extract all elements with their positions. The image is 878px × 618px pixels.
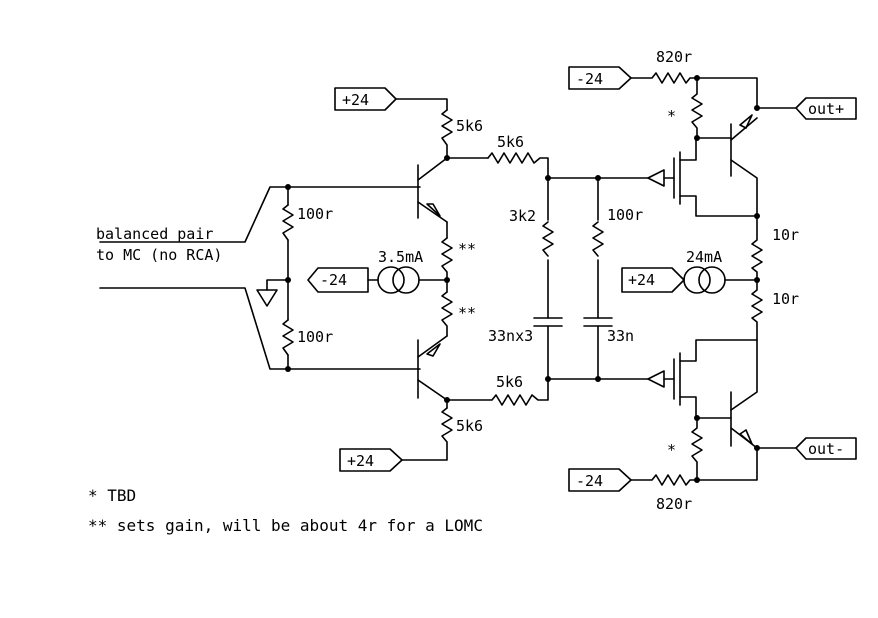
- capacitor-shunt-label: 33n: [607, 327, 634, 345]
- rail-plus-top-label: +24: [342, 91, 369, 109]
- rail-plus-out-label: +24: [628, 271, 655, 289]
- resistor-series-bot: [446, 378, 549, 406]
- resistor-zobel: [542, 221, 554, 257]
- capacitor-shunt: [583, 317, 613, 327]
- resistor-in-bot: [282, 319, 294, 356]
- output-pos-flag: [795, 97, 857, 120]
- output-neg-label: out-: [808, 440, 844, 458]
- resistor-col-top: [441, 109, 453, 159]
- resistor-series-bot-label: 5k6: [496, 373, 523, 391]
- output-neg-flag: [795, 437, 857, 460]
- resistor-out-bot-label: 820r: [656, 495, 692, 513]
- resistor-emit-top-label: 10r: [772, 226, 799, 244]
- resistor-zobel-label: 3k2: [509, 207, 536, 225]
- input-wiring: [99, 184, 421, 372]
- resistor-tbd-bot: [691, 417, 703, 481]
- rail-plus-bot-flag: [339, 448, 403, 472]
- note-gain: ** sets gain, will be about 4r for a LOM…: [88, 516, 483, 535]
- resistor-series-top-label: 5k6: [497, 133, 524, 151]
- capacitor-zobel: [533, 317, 563, 327]
- resistor-out-bot: [630, 447, 758, 486]
- resistor-col-bot-label: 5k6: [456, 417, 483, 435]
- resistor-out-top: [630, 72, 758, 109]
- resistor-col-bot: [401, 407, 453, 461]
- input-label-line1: balanced pair: [96, 225, 213, 243]
- rail-minus-top-flag: [568, 66, 632, 90]
- mosfet-top: [673, 137, 758, 217]
- mosfet-bot: [673, 339, 758, 419]
- rail-plus-top-flag: [334, 87, 397, 111]
- tbd-mark-bot: *: [667, 441, 676, 459]
- resistor-shunt-label: 100r: [607, 206, 643, 224]
- rail-minus-bot-label: -24: [576, 472, 603, 490]
- resistor-emit-bot: [751, 279, 763, 341]
- resistor-series-top: [487, 152, 549, 179]
- transistor-out-top: [730, 114, 758, 217]
- current-source-out: [683, 266, 726, 294]
- gain-mark-top: **: [458, 240, 476, 258]
- rail-minus-tail-label: -24: [320, 271, 347, 289]
- resistor-in-top: [282, 204, 294, 241]
- rail-plus-out-flag: [621, 267, 685, 293]
- note-tbd: * TBD: [88, 486, 137, 505]
- transistor-q1: [417, 157, 448, 223]
- resistor-in-bot-label: 100r: [297, 328, 333, 346]
- buffer-top-arrow: [647, 169, 665, 187]
- resistor-emit-bot-label: 10r: [772, 290, 799, 308]
- resistor-tbd-top: [691, 77, 703, 139]
- wire-plus-top: [395, 98, 448, 111]
- resistor-out-top-label: 820r: [656, 48, 692, 66]
- transistor-out-bot: [730, 339, 758, 449]
- gain-mark-bot: **: [458, 304, 476, 322]
- resistor-emit-top: [751, 215, 763, 281]
- transistor-q2: [417, 335, 448, 401]
- input-label-line2: to MC (no RCA): [96, 246, 222, 264]
- resistor-gain-bot: [441, 291, 453, 337]
- current-source-tail: [377, 266, 420, 294]
- output-pos-label: out+: [808, 100, 844, 118]
- rail-minus-top-label: -24: [576, 70, 603, 88]
- tbd-mark-top: *: [667, 107, 676, 125]
- rail-plus-bot-label: +24: [347, 452, 374, 470]
- resistor-col-top-label: 5k6: [456, 117, 483, 135]
- current-tail-label: 3.5mA: [378, 248, 423, 266]
- resistor-shunt: [592, 221, 604, 257]
- resistor-gain-top: [441, 237, 453, 281]
- resistor-in-top-label: 100r: [297, 205, 333, 223]
- current-out-label: 24mA: [686, 248, 722, 266]
- comp-net-wiring: [545, 175, 649, 382]
- rail-minus-bot-flag: [568, 468, 632, 492]
- buffer-bot-arrow: [647, 370, 665, 388]
- capacitor-zobel-label: 33nx3: [488, 327, 533, 345]
